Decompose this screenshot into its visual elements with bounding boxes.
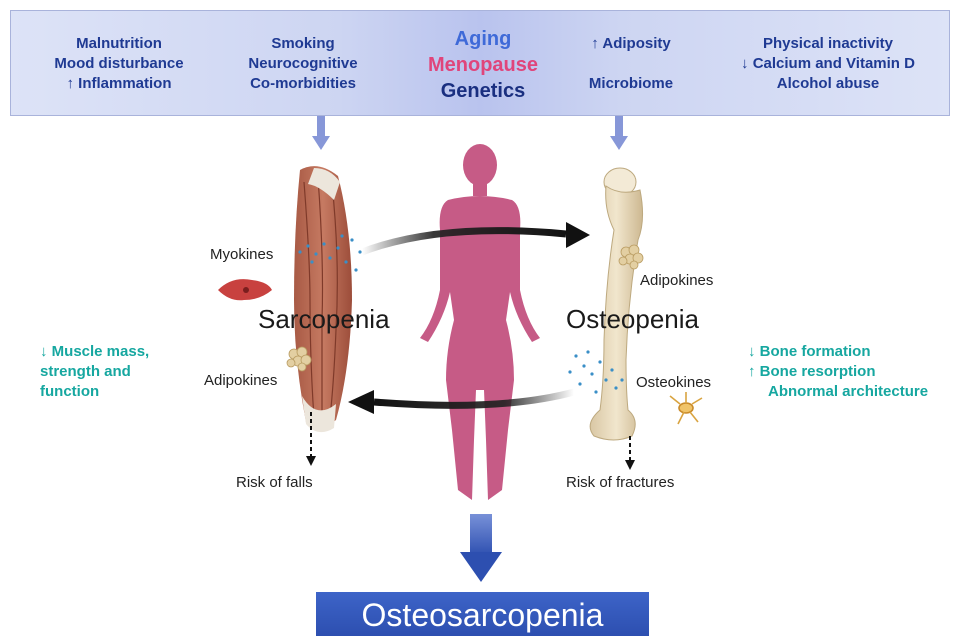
- muscle-effect-line: ↓ Muscle mass,: [40, 342, 149, 362]
- result-down-arrow: [460, 514, 502, 582]
- osteokines-label: Osteokines: [636, 374, 711, 391]
- risk-of-falls-label: Risk of falls: [236, 474, 313, 491]
- muscle-effect-line: function: [40, 382, 149, 402]
- banner-down-arrow-right: [610, 116, 628, 150]
- dashed-arrow-fractures: [625, 436, 635, 470]
- banner-down-arrow-left: [312, 116, 330, 150]
- sarcopenia-title: Sarcopenia: [258, 304, 390, 335]
- muscle-illustration: [294, 166, 352, 432]
- muscle-adipokines-label: Adipokines: [204, 372, 277, 389]
- arrow-head-left: [348, 390, 374, 414]
- bone-effect-line: Abnormal architecture: [748, 382, 928, 402]
- bone-adipokines-label: Adipokines: [640, 272, 713, 289]
- osteocyte-icon: [670, 392, 702, 424]
- osteopenia-title: Osteopenia: [566, 304, 699, 335]
- risk-of-fractures-label: Risk of fractures: [566, 474, 674, 491]
- arrow-head-right: [566, 222, 590, 248]
- bone-effects: ↓ Bone formation ↑ Bone resorption Abnor…: [748, 342, 928, 402]
- myokines-label: Myokines: [210, 246, 273, 263]
- muscle-effect-line: strength and: [40, 362, 149, 382]
- bone-effect-line: ↑ Bone resorption: [748, 362, 928, 382]
- muscle-cell-icon: [218, 279, 272, 300]
- female-body-silhouette: [420, 144, 540, 500]
- bone-effect-line: ↓ Bone formation: [748, 342, 928, 362]
- osteosarcopenia-result: Osteosarcopenia: [316, 592, 649, 636]
- muscle-effects: ↓ Muscle mass, strength and function: [40, 342, 149, 402]
